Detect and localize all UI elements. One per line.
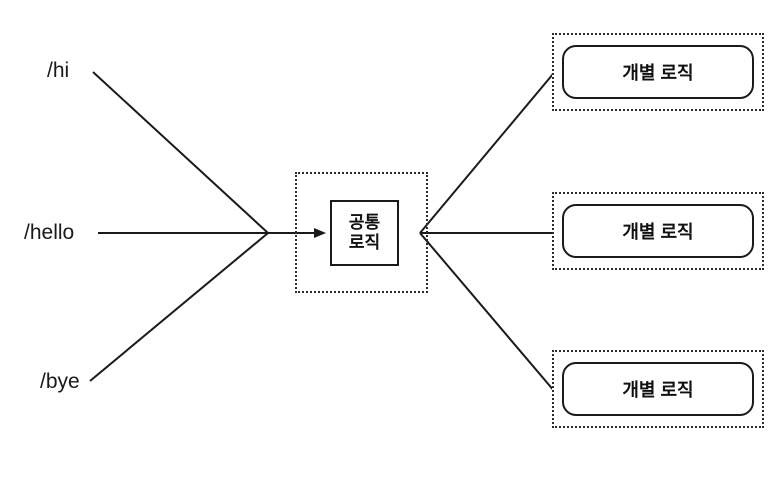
common-logic-node[interactable]: 공통 로직 (330, 200, 399, 266)
arrowhead-into-common (314, 228, 326, 238)
branch-node-2-label: 개별 로직 (622, 222, 694, 242)
route-label-hi: /hi (47, 59, 70, 82)
edge-split-to-branch-1 (419, 73, 554, 234)
branch-node-3-label: 개별 로직 (622, 380, 694, 400)
branch-node-1-label: 개별 로직 (622, 63, 694, 83)
branch-node-2[interactable]: 개별 로직 (562, 204, 754, 258)
common-logic-line-1: 공통 (348, 212, 381, 232)
edge-bye-to-merge (89, 232, 269, 382)
route-label-hello: /hello (24, 221, 75, 244)
common-logic-group (295, 172, 428, 293)
edge-split-to-branch-3 (419, 232, 556, 393)
edge-hi-to-merge (92, 71, 269, 234)
branch-node-1[interactable]: 개별 로직 (562, 45, 754, 99)
route-label-bye: /bye (40, 370, 80, 393)
branch-node-3[interactable]: 개별 로직 (562, 362, 754, 416)
common-logic-line-2: 로직 (348, 233, 381, 252)
